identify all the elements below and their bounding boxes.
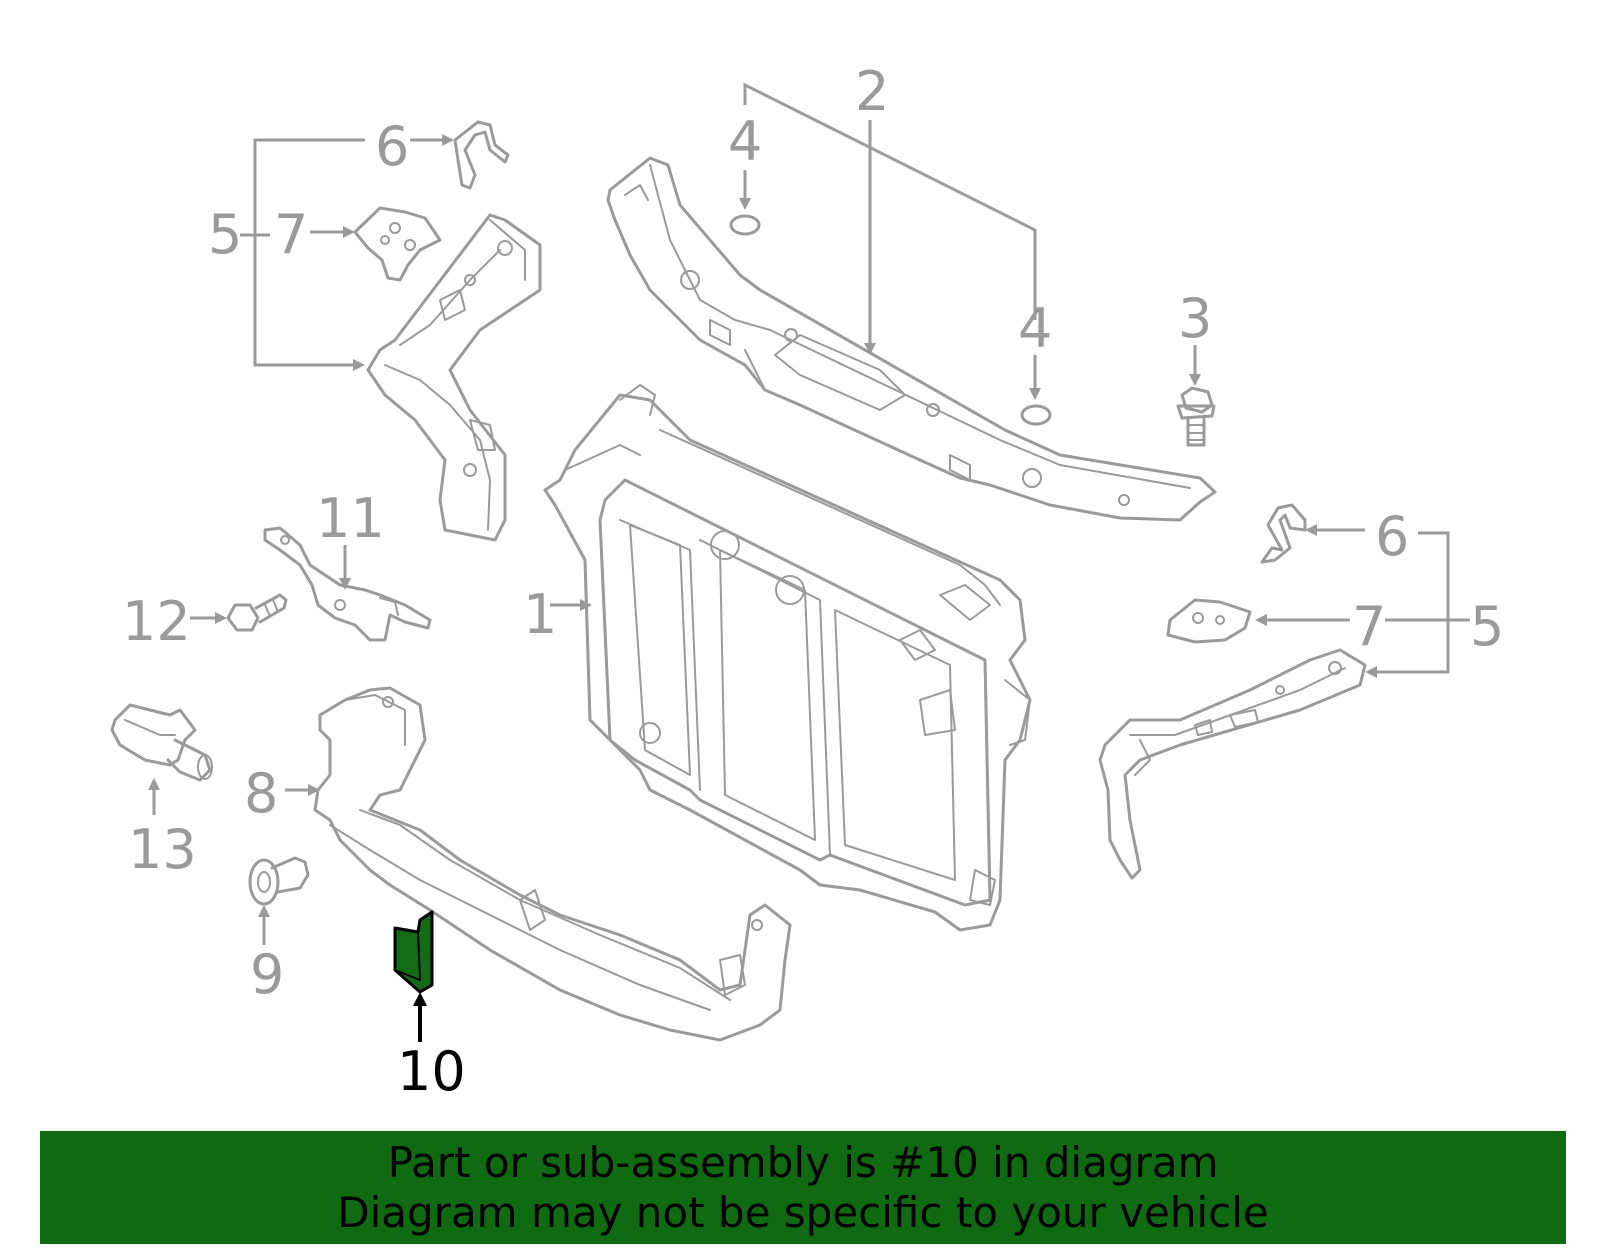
part-8-lower-tie-bar xyxy=(313,686,792,1042)
banner-line-disclaimer: Diagram may not be specific to your vehi… xyxy=(337,1188,1269,1237)
part-6-clips xyxy=(453,120,1307,564)
part-info-banner: Part or sub-assembly is #10 in diagram D… xyxy=(40,1131,1566,1244)
callout-4-upper: 4 xyxy=(728,110,762,173)
callout-2: 2 xyxy=(855,60,889,123)
part-9-push-clip xyxy=(248,856,310,906)
callout-6-right: 6 xyxy=(1375,505,1409,568)
part-5-right-side-bracket xyxy=(1098,648,1367,880)
callout-5-right: 5 xyxy=(1470,595,1504,658)
callout-1: 1 xyxy=(523,583,557,646)
callout-12: 12 xyxy=(122,590,191,653)
callout-9: 9 xyxy=(250,943,284,1006)
callout-13: 13 xyxy=(128,818,197,881)
callout-3: 3 xyxy=(1178,287,1212,350)
callout-4-right: 4 xyxy=(1018,297,1052,360)
callout-10-highlighted: 10 xyxy=(397,1040,466,1103)
part-12-bolt xyxy=(226,593,288,632)
callout-8: 8 xyxy=(244,762,278,825)
part-7-brackets xyxy=(353,206,1252,644)
part-5-left-side-bracket xyxy=(366,213,542,542)
callout-7-right: 7 xyxy=(1352,595,1386,658)
part-4-rings xyxy=(729,214,1052,426)
callout-11: 11 xyxy=(316,487,385,550)
part-2-upper-tie-bar xyxy=(606,156,1217,522)
leader-lines xyxy=(148,82,1470,1042)
part-10-deflector-highlighted xyxy=(393,910,434,994)
callout-6-left: 6 xyxy=(375,115,409,178)
banner-line-part-number: Part or sub-assembly is #10 in diagram xyxy=(387,1138,1219,1187)
callout-numbers: 1 2 3 4 4 5 5 6 6 7 7 8 9 10 11 12 13 xyxy=(122,60,1504,1103)
part-3-bolt xyxy=(1176,386,1216,447)
part-13-sensor xyxy=(110,703,213,782)
part-1-radiator-support xyxy=(543,384,1032,932)
callout-5-left: 5 xyxy=(208,203,242,266)
callout-7-left: 7 xyxy=(274,203,308,266)
part-11-bracket xyxy=(263,526,432,642)
